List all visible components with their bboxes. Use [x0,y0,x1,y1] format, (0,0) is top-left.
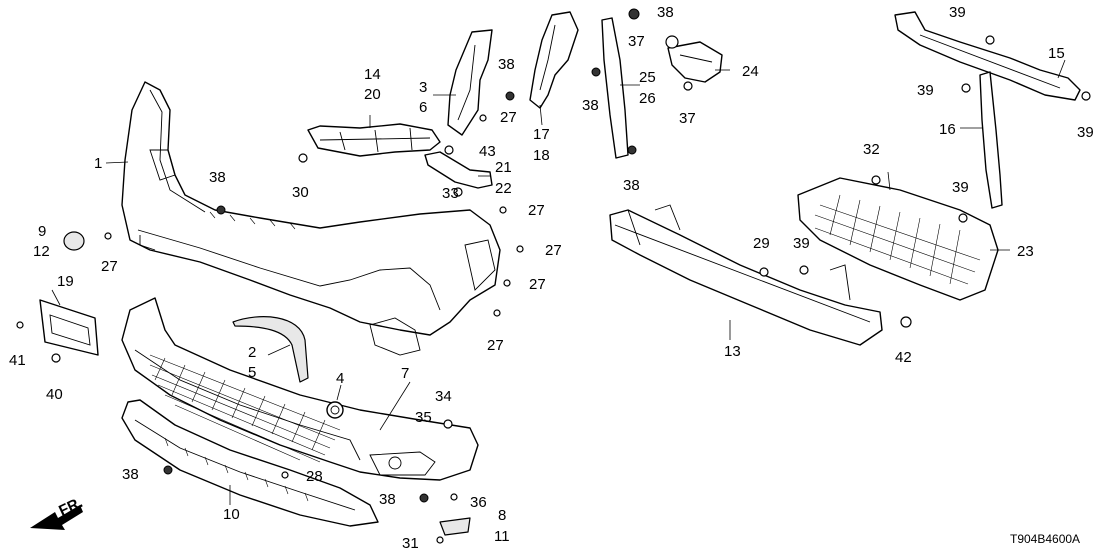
vertical-stay-part [979,71,1003,209]
callout-15: 15 [1048,45,1065,62]
side-bracket-part [529,11,579,109]
reinforcement-beam-part [609,204,883,346]
callout-3: 3 [419,79,427,96]
vertical-plate-part [601,17,629,159]
bumper-garnish-part [232,316,309,383]
upper-bracket-part [307,123,441,157]
callout-26: 26 [639,90,656,107]
callout-8: 8 [498,507,506,524]
callout-38a: 38 [209,169,226,186]
callout-38f: 38 [122,466,139,483]
callout-36: 36 [470,494,487,511]
lower-bumper-part [121,297,479,481]
callout-38d: 38 [657,4,674,21]
callout-30: 30 [292,184,309,201]
diagram-code: T904B4600A [1010,532,1080,546]
upper-beam-part [894,11,1081,101]
callout-13: 13 [724,343,741,360]
callout-10: 10 [223,506,240,523]
leader-lines [51,59,1066,505]
under-cover-part [121,399,379,527]
front-direction-icon [30,505,83,530]
callout-39a: 39 [949,4,966,21]
callout-2: 2 [248,344,256,361]
callout-39e: 39 [793,235,810,252]
callout-27a: 27 [500,109,517,126]
callout-39d: 39 [952,179,969,196]
callout-42: 42 [895,349,912,366]
callout-16: 16 [939,121,956,138]
callout-41: 41 [9,352,26,369]
callout-14: 14 [364,66,381,83]
callout-27f: 27 [101,258,118,275]
callout-38g: 38 [379,491,396,508]
callout-18: 18 [533,147,550,164]
callout-17: 17 [533,126,550,143]
callout-6: 6 [419,99,427,116]
callout-9: 9 [38,223,46,240]
callout-35: 35 [415,409,432,426]
callout-43: 43 [479,143,496,160]
callout-5: 5 [248,364,256,381]
callout-27e: 27 [487,337,504,354]
callout-39b: 39 [917,82,934,99]
absorber-part [797,177,999,301]
bracket-8-11-part [439,517,471,536]
callout-19: 19 [57,273,74,290]
callout-34: 34 [435,388,452,405]
callout-27c: 27 [545,242,562,259]
callout-37b: 37 [679,110,696,127]
license-plate-bracket-part [39,299,99,356]
callout-4: 4 [336,370,344,387]
tow-hook-cover-part [63,231,85,251]
callout-25: 25 [639,69,656,86]
bumper-face-part [121,81,501,356]
callout-24: 24 [742,63,759,80]
callout-11: 11 [494,528,510,545]
side-spacer-part [447,29,493,136]
callout-39c: 39 [1077,124,1094,141]
callout-23: 23 [1017,243,1034,260]
bracket-24-part [667,41,723,83]
callout-38b: 38 [498,56,515,73]
callout-37a: 37 [628,33,645,50]
callout-32: 32 [863,141,880,158]
callout-28: 28 [306,468,323,485]
callout-38e: 38 [623,177,640,194]
callout-33: 33 [442,185,459,202]
sensor-bracket-part [424,151,493,189]
callout-21: 21 [495,159,512,176]
callout-labels: 1 2 3 4 5 6 7 8 9 10 11 12 13 14 15 16 1… [9,4,1094,552]
callout-38c: 38 [582,97,599,114]
fastener-icons [16,8,1091,544]
callout-7: 7 [401,365,409,382]
callout-20: 20 [364,86,381,103]
callout-29: 29 [753,235,770,252]
callout-22: 22 [495,180,512,197]
callout-27b: 27 [528,202,545,219]
callout-1: 1 [94,155,102,172]
direction-label: FR. [56,494,85,520]
callout-12: 12 [33,243,50,260]
callout-31: 31 [402,535,419,552]
callout-27d: 27 [529,276,546,293]
callout-40: 40 [46,386,63,403]
sensor-part [326,401,344,419]
